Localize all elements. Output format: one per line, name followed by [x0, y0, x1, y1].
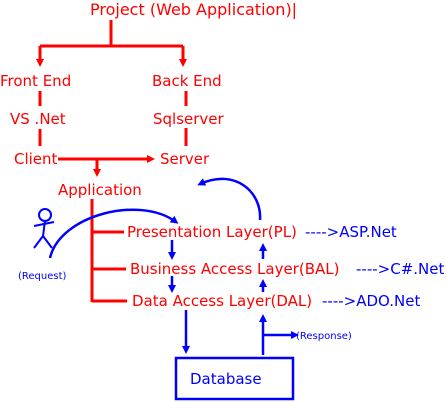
- user-icon: [33, 208, 55, 249]
- client-label: Client: [14, 150, 58, 168]
- request-arrow: [48, 208, 179, 259]
- dal-label: Data Access Layer(DAL): [132, 292, 312, 310]
- response-label: (Response): [296, 331, 352, 342]
- database-box: [174, 356, 295, 401]
- back-tool-label: Sqlserver: [153, 110, 225, 128]
- front-end-label: Front End: [0, 72, 71, 90]
- server-label: Server: [160, 150, 210, 168]
- arrow-pl-application: [197, 177, 262, 221]
- front-tool-label: VS .Net: [10, 110, 66, 128]
- pl-tech-label: ---->ASP.Net: [305, 223, 397, 241]
- database-label: Database: [190, 370, 262, 388]
- request-label: (Request): [18, 271, 67, 282]
- bal-label: Business Access Layer(BAL): [130, 260, 339, 278]
- project-title: Project (Web Application)|: [90, 0, 297, 19]
- bal-tech-label: ---->C#.Net: [356, 260, 444, 278]
- dal-tech-label: ---->ADO.Net: [322, 292, 420, 310]
- application-label: Application: [58, 181, 142, 199]
- pl-label: Presentation Layer(PL): [127, 223, 297, 241]
- back-end-label: Back End: [152, 72, 222, 90]
